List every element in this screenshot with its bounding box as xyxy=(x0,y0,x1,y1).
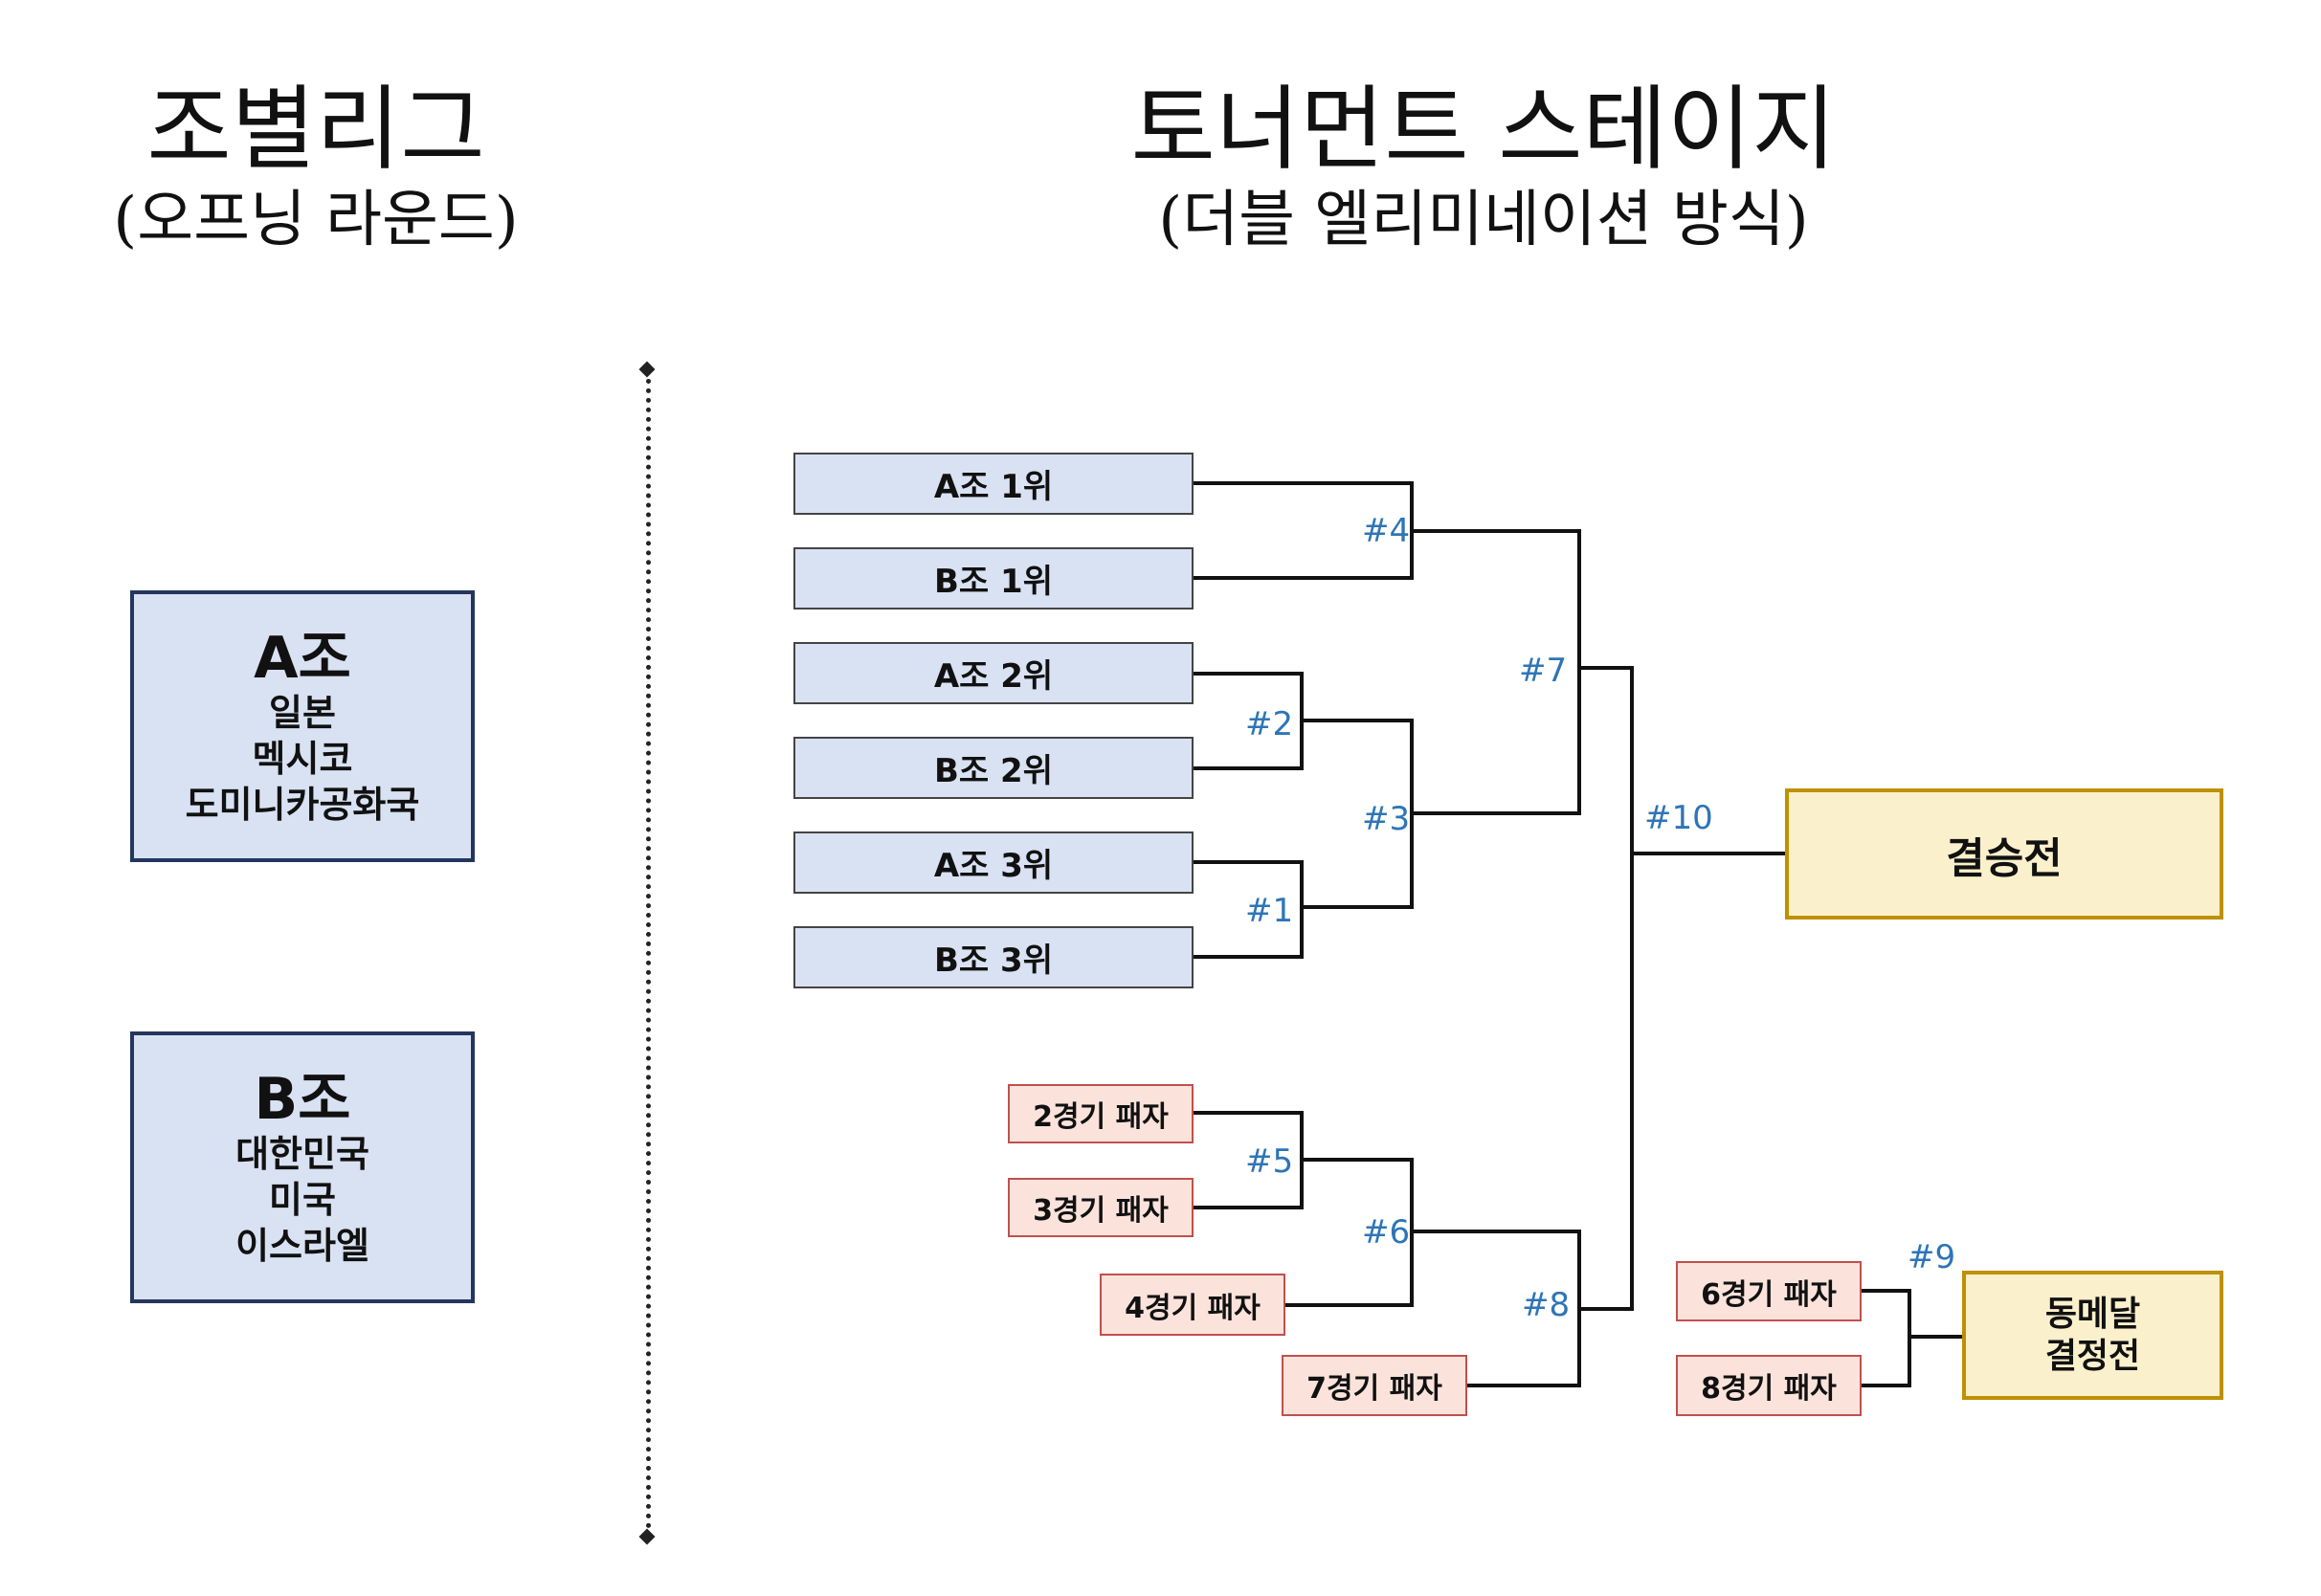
group-stage-subheading: (오프닝 라운드) xyxy=(113,185,519,255)
match-label: #5 xyxy=(1245,1142,1294,1181)
match-label: #7 xyxy=(1519,652,1568,690)
bracket-connector xyxy=(1579,666,1634,1311)
bracket-connector xyxy=(1412,529,1581,815)
loser-box: 4경기 패자 xyxy=(1100,1274,1285,1336)
seed-box: A조 1위 xyxy=(793,453,1194,515)
match-label: #4 xyxy=(1362,512,1411,550)
match-label: #9 xyxy=(1908,1238,1956,1276)
loser-box: 7경기 패자 xyxy=(1282,1355,1467,1416)
group-stage-title: 조별리그 (오프닝 라운드) xyxy=(38,77,593,258)
match-label: #8 xyxy=(1522,1286,1571,1324)
group-a-team: 일본 xyxy=(269,692,336,734)
match-label: #6 xyxy=(1362,1213,1411,1252)
loser-box: 6경기 패자 xyxy=(1676,1261,1862,1321)
seed-box: B조 1위 xyxy=(793,547,1194,610)
loser-box: 8경기 패자 xyxy=(1676,1355,1862,1416)
group-a-name: A조 xyxy=(254,625,351,692)
loser-box: 3경기 패자 xyxy=(1008,1178,1194,1237)
tournament-stage-heading: 토너먼트 스테이지 xyxy=(1130,76,1837,183)
group-stage-heading: 조별리그 xyxy=(146,76,485,183)
match-label: #10 xyxy=(1644,799,1713,837)
seed-box: A조 3위 xyxy=(793,831,1194,894)
tournament-stage-subheading: (더블 엘리미네이션 방식) xyxy=(1158,185,1809,255)
bracket-connector xyxy=(1862,1289,1911,1387)
group-a-team: 멕시코 xyxy=(252,738,353,780)
seed-box: B조 2위 xyxy=(793,737,1194,799)
match-label: #3 xyxy=(1362,800,1411,838)
bronze-match-box: 동메달 결정전 xyxy=(1962,1271,2223,1400)
group-a-box: A조 일본 멕시코 도미니카공화국 xyxy=(130,590,475,862)
group-a-team: 도미니카공화국 xyxy=(185,784,420,826)
group-b-team: 이스라엘 xyxy=(235,1225,369,1267)
seed-box: B조 3위 xyxy=(793,926,1194,988)
bracket-connector xyxy=(1302,719,1414,909)
group-b-team: 대한민국 xyxy=(235,1133,369,1175)
group-b-team: 미국 xyxy=(269,1179,336,1221)
bronze-match-label: 결정전 xyxy=(2044,1336,2141,1376)
bracket-connector xyxy=(1194,860,1304,959)
bronze-match-label: 동메달 xyxy=(2044,1294,2141,1334)
seed-box: A조 2위 xyxy=(793,642,1194,704)
loser-box: 2경기 패자 xyxy=(1008,1084,1194,1143)
stage-divider xyxy=(646,369,651,1539)
tournament-stage-title: 토너먼트 스테이지 (더블 엘리미네이션 방식) xyxy=(1053,77,1914,258)
final-match-box: 결승전 xyxy=(1785,788,2223,920)
match-label: #2 xyxy=(1245,705,1294,743)
match-label: #1 xyxy=(1245,892,1294,930)
group-b-box: B조 대한민국 미국 이스라엘 xyxy=(130,1031,475,1303)
group-b-name: B조 xyxy=(254,1066,351,1133)
bracket-connector xyxy=(1412,1230,1581,1387)
